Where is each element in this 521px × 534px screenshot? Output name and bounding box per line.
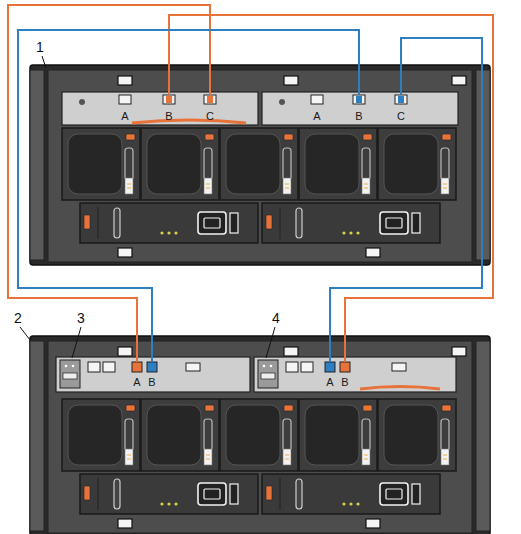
callout-number: 4 — [272, 311, 280, 325]
enclosure-bottom — [30, 336, 490, 534]
callout-number: 3 — [77, 311, 85, 325]
port-label: B — [341, 377, 348, 388]
callout-number: 2 — [14, 311, 22, 325]
enclosure-top — [30, 65, 490, 265]
port-label: A — [121, 111, 128, 122]
port-label: A — [133, 377, 140, 388]
port-label: B — [165, 111, 172, 122]
leader-lines — [20, 56, 275, 358]
port-label: A — [326, 377, 333, 388]
port-label: A — [313, 111, 320, 122]
port-label: C — [397, 111, 405, 122]
port-label: B — [148, 377, 155, 388]
callout-number: 1 — [36, 40, 44, 54]
port-label: B — [355, 111, 362, 122]
sas-cables — [8, 5, 493, 362]
port-label: C — [206, 111, 214, 122]
